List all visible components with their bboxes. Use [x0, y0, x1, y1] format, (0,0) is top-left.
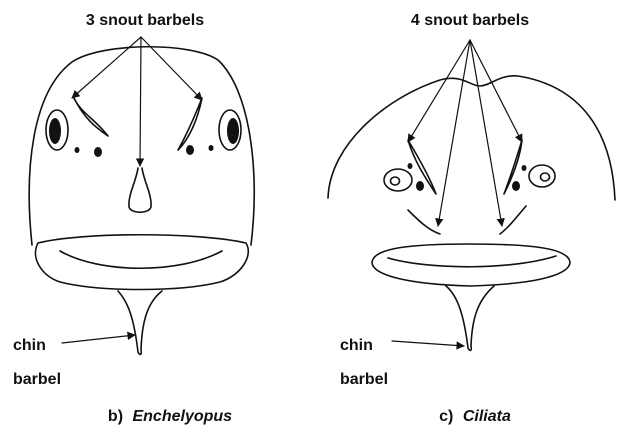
left-snout-barbels-label: 3 snout barbels — [86, 12, 204, 29]
ciliata-chin-label-line2: barbel — [340, 371, 388, 388]
enchelyopus-chin-label-line2: barbel — [13, 371, 61, 388]
enchelyopus-left-eye — [46, 110, 68, 150]
enchelyopus-center-snout-barbel — [129, 168, 151, 212]
enchelyopus-left-nostril — [94, 147, 102, 157]
enchelyopus-right-nostril-2 — [209, 145, 214, 151]
ciliata-right-inner-snout-barbel — [500, 206, 526, 234]
ciliata-panel: 4 snout barbels — [328, 12, 615, 425]
enchelyopus-arrow-center — [140, 37, 141, 166]
ciliata-chin-label-line1: chin — [340, 337, 373, 354]
enchelyopus-chin-arrow — [62, 335, 135, 343]
ciliata-left-nostril — [416, 181, 424, 191]
enchelyopus-caption-letter: b) — [108, 408, 123, 425]
enchelyopus-left-snout-barbel — [74, 98, 108, 136]
enchelyopus-lower-lip — [35, 235, 248, 290]
ciliata-right-nostril-2 — [522, 165, 527, 171]
enchelyopus-panel: 3 snout barbels chin — [13, 12, 254, 425]
ciliata-caption-letter: c) — [439, 408, 453, 425]
enchelyopus-chin-label-line1: chin — [13, 337, 46, 354]
enchelyopus-right-nostril — [186, 145, 194, 155]
ciliata-caption-name: Ciliata — [463, 408, 511, 425]
enchelyopus-caption: b) Enchelyopus — [108, 408, 232, 425]
ciliata-left-eye — [384, 169, 412, 191]
ciliata-right-nostril — [512, 181, 520, 191]
enchelyopus-arrow-right — [141, 37, 202, 100]
enchelyopus-mouth-line — [60, 251, 222, 268]
enchelyopus-chin-barbel — [118, 291, 162, 354]
ciliata-caption: c) Ciliata — [439, 408, 511, 425]
ciliata-chin-barbel — [446, 286, 494, 350]
ciliata-arrow-4 — [470, 40, 522, 142]
ciliata-lower-lip — [372, 244, 570, 286]
ciliata-left-nostril-2 — [408, 163, 413, 169]
ciliata-arrow-3 — [470, 40, 502, 226]
ciliata-left-inner-snout-barbel — [408, 210, 440, 234]
ciliata-head-outline — [328, 76, 615, 200]
ciliata-arrow-2 — [438, 40, 470, 226]
ciliata-chin-arrow — [392, 341, 464, 346]
enchelyopus-caption-name: Enchelyopus — [132, 408, 232, 425]
enchelyopus-left-nostril-2 — [75, 147, 80, 153]
ciliata-right-eye — [529, 165, 555, 187]
enchelyopus-right-eye — [219, 110, 241, 150]
right-snout-barbels-label: 4 snout barbels — [411, 12, 529, 29]
ciliata-mouth-line — [388, 256, 556, 267]
enchelyopus-arrow-left — [72, 37, 141, 98]
enchelyopus-right-snout-barbel — [178, 98, 202, 150]
